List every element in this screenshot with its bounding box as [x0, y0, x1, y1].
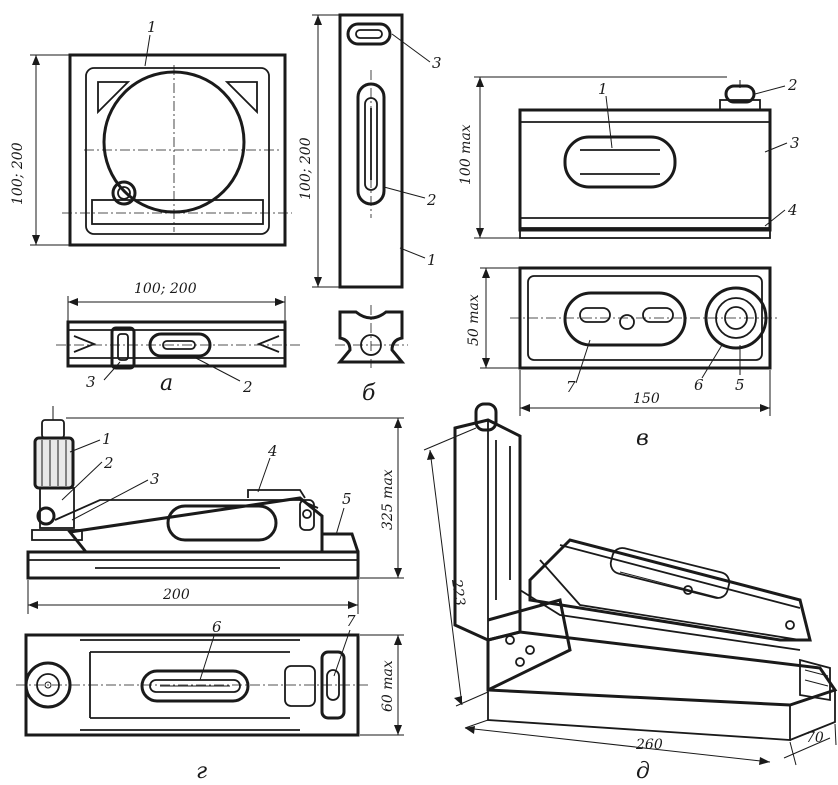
view-g-top: 60 max 6 7 г [16, 612, 404, 784]
view-b-height-dimension: 100; 200 [298, 137, 314, 200]
view-b-caption: б [362, 381, 376, 406]
view-b-callout-2: 2 [426, 191, 437, 209]
view-d-length-dimension: 260 [635, 737, 663, 753]
view-v-length-dimension: 150 [633, 391, 660, 407]
view-g-side: 325 max 200 1 2 3 4 5 [26, 406, 404, 614]
view-g-callout-7: 7 [346, 612, 356, 630]
view-v-callout-6: 6 [694, 376, 704, 394]
view-v-callout-2: 2 [787, 76, 798, 94]
view-g-depth-dimension: 60 max [380, 660, 396, 712]
view-a-side-callout-3: 3 [86, 373, 96, 391]
view-a-caption: а [160, 371, 173, 396]
view-g-callout-5: 5 [342, 490, 352, 508]
view-v-callout-7: 7 [566, 378, 576, 396]
view-v-callout-4: 4 [787, 201, 798, 219]
view-v-callout-1: 1 [598, 80, 608, 98]
view-a-callout-1: 1 [147, 18, 157, 36]
view-b-callout-1: 1 [427, 251, 437, 269]
view-v-front: 100 max 2 1 3 4 [458, 76, 800, 239]
view-v-top: 50 max 150 7 6 5 в [466, 266, 780, 451]
view-a-front: 100; 200 1 [10, 18, 292, 247]
view-v-depth-dimension: 50 max [466, 294, 482, 346]
view-g-callout-1: 1 [102, 430, 112, 448]
view-d-width-dimension: 70 [806, 730, 824, 746]
view-d: 223 260 70 д [423, 402, 838, 784]
view-g-callout-2: 2 [103, 454, 114, 472]
view-g-callout-3: 3 [150, 470, 160, 488]
view-d-height-dimension: 223 [448, 577, 468, 607]
view-a-side-callout-2: 2 [242, 378, 253, 396]
view-g-callout-4: 4 [267, 442, 278, 460]
view-a-side-dimension: 100; 200 [10, 142, 26, 205]
view-g-height-dimension: 325 max [380, 469, 396, 530]
view-v-height-dimension: 100 max [458, 124, 474, 185]
view-b: 100; 200 3 2 1 б [298, 13, 442, 406]
view-g-caption: г [196, 759, 207, 784]
view-a-width-dimension: 100; 200 [134, 281, 197, 297]
view-g-length-dimension: 200 [162, 587, 190, 603]
view-d-caption: д [636, 759, 650, 784]
view-b-callout-3: 3 [432, 54, 442, 72]
view-a-side: 100; 200 3 2 а [56, 281, 300, 396]
view-v-callout-5: 5 [735, 376, 745, 394]
view-g-callout-6: 6 [212, 618, 222, 636]
view-v-caption: в [636, 426, 649, 451]
view-v-callout-3: 3 [790, 134, 800, 152]
